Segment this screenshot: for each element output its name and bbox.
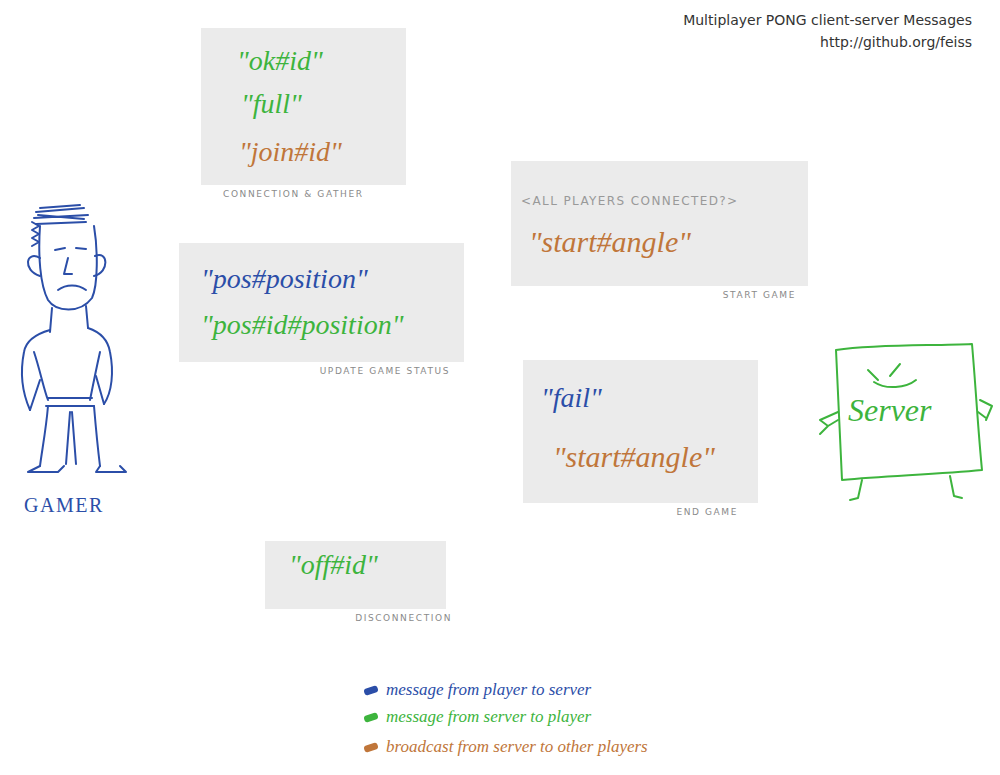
message-text: "off#id" [289, 550, 378, 581]
section-caption: DISCONNECTION [355, 613, 452, 623]
message-text: "ok#id" [237, 46, 323, 77]
message-box: <ALL PLAYERS CONNECTED?>"start#angle"STA… [511, 161, 808, 286]
section-caption: UPDATE GAME STATUS [320, 366, 450, 376]
message-text: "start#angle" [553, 440, 715, 473]
legend-swatch [363, 685, 378, 696]
message-text: "pos#position" [201, 264, 368, 295]
gamer-figure [22, 205, 126, 472]
message-text: "fail" [541, 383, 602, 414]
legend-text: broadcast from server to other players [386, 737, 648, 757]
legend-swatch [363, 742, 378, 753]
section-caption: CONNECTION & GATHER [223, 189, 364, 199]
section-caption: END GAME [676, 507, 738, 517]
message-box: "off#id"DISCONNECTION [265, 541, 446, 609]
legend-text: message from player to server [386, 680, 591, 700]
message-text: "join#id" [239, 137, 342, 168]
message-text: "start#angle" [529, 225, 691, 258]
url-text: http://github.org/feiss [820, 34, 972, 50]
message-box: "fail""start#angle"END GAME [523, 360, 758, 503]
message-box: "pos#position""pos#id#position"UPDATE GA… [179, 243, 464, 362]
message-box: "ok#id""full""join#id"CONNECTION & GATHE… [201, 28, 406, 185]
diagram-title: Multiplayer PONG client-server Messages [683, 12, 972, 28]
message-text: "full" [241, 89, 302, 120]
legend-text: message from server to player [386, 707, 591, 727]
server-figure [820, 344, 992, 500]
figure-label: Server [848, 392, 932, 429]
message-text: "pos#id#position" [201, 310, 403, 341]
section-caption: START GAME [723, 290, 796, 300]
legend-swatch [363, 712, 378, 723]
figure-label: GAMER [24, 494, 104, 517]
condition-note: <ALL PLAYERS CONNECTED?> [521, 194, 739, 208]
